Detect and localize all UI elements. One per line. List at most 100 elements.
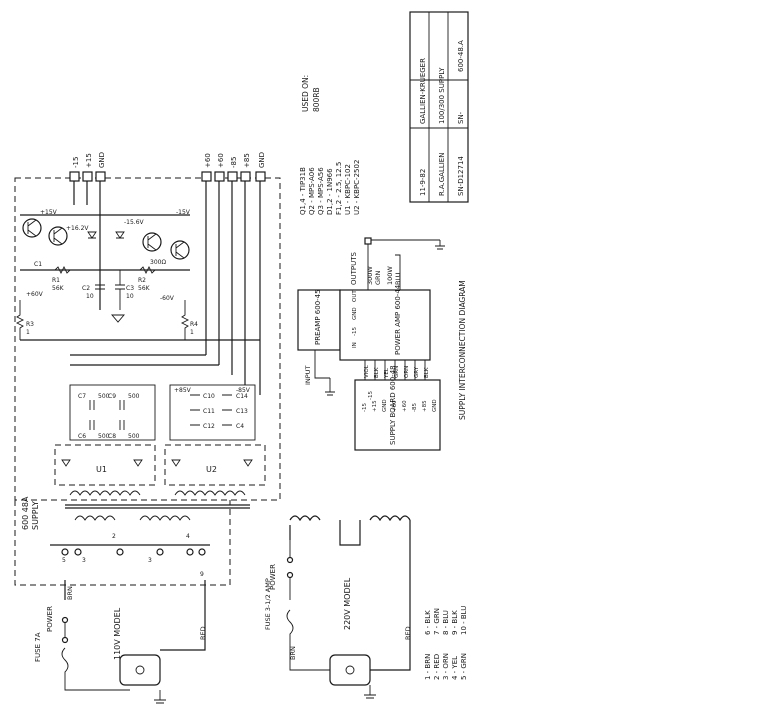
legend-item: 10 - BLU [460, 606, 468, 635]
fuse-label: FUSE 7A [34, 632, 42, 662]
wire-color: YEL [384, 367, 390, 379]
component-value: 56K [138, 285, 151, 292]
amp-pin: GND [352, 307, 358, 320]
title-block: 11-9-82 GALLIEN-KRUEGER R.A.GALLIEN 100/… [409, 11, 469, 203]
output-grn: GRN [374, 270, 382, 285]
legend-item: 6 - BLK [424, 610, 432, 635]
zener-d1 [87, 231, 97, 239]
terminal-number: 9 [200, 571, 204, 578]
input-label: INPUT [304, 366, 312, 385]
wire-color: VIOL [364, 364, 370, 378]
interconnection-diagram: SUPPLY INTERCONNECTION DIAGRAM PREAMP 60… [297, 237, 467, 451]
parts-item: U1 - KBPC-102 [344, 164, 352, 215]
component-label: C10 [203, 393, 215, 400]
wire-color: GRY [414, 366, 420, 378]
component-label: C8 [108, 433, 116, 440]
component-label: C3 [126, 285, 134, 292]
supply-pin: -15 [362, 403, 368, 412]
amp-pin: IN [352, 342, 358, 348]
wire-color-legend: 1 - BRN 2 - RED 3 - ORN 4 - YEL 5 - GRN … [424, 606, 468, 680]
supply-label-2: SUPPLY [31, 501, 40, 530]
output-terminals-low: -15 +15 GND [69, 152, 106, 182]
supply-pin: +60 [402, 400, 408, 412]
terminal-number: 4 [186, 533, 190, 540]
terminal-label: -15 [72, 157, 80, 168]
capacitor-bank-left: C7 500 C9 500 C6 500 C8 500 [69, 384, 156, 441]
amp-pin: OUT [352, 290, 358, 302]
model-220v: POWER FUSE 3-1/2 AMP BRN 220V MODEL RED [264, 515, 412, 699]
terminal-label: -85 [230, 157, 238, 168]
parts-item: U2 - KBPC-2502 [353, 160, 361, 215]
model-label: 110V MODEL [113, 607, 122, 660]
component-label: C13 [236, 408, 248, 415]
supply-pin: GND [382, 399, 388, 412]
output-100w: 100W [386, 266, 394, 285]
voltage-label: -60V [160, 295, 175, 302]
parts-list: Q1,4 - TIP31B Q2 - MPS-A06 Q3 - MPS-A56 … [299, 160, 361, 215]
terminal-number: 5 [62, 557, 66, 564]
legend-item: 1 - BRN [424, 654, 432, 680]
transistor-q1 [22, 218, 42, 238]
parts-item: Q3 - MPS-A56 [317, 167, 325, 215]
terminal-label: GND [258, 152, 266, 168]
title-drawn-by: R.A.GALLIEN [438, 153, 446, 196]
title-drawing-title: 100/300 SUPPLY [438, 67, 446, 124]
used-on: USED ON: 800RB [301, 75, 321, 112]
legend-item: 2 - RED [433, 654, 441, 680]
component-value: 10 [86, 293, 94, 300]
parts-item: D1,2 - 1N966 [326, 168, 334, 215]
wire-color: BLK [424, 367, 430, 378]
output-300w: 300W [366, 266, 374, 285]
component-label: C4 [236, 423, 244, 430]
supply-pin: -85 [412, 403, 418, 412]
title-sn: SN-D12714 [457, 156, 465, 196]
supply-pin: +60 [392, 400, 398, 412]
legend-item: 4 - YEL [451, 656, 459, 680]
capacitor-bank-right: +85V -85V C10 C11 C12 C14 C13 C4 [169, 384, 256, 441]
parts-item: F1,2 - 2.5, 12.5 [335, 162, 343, 215]
legend-item: 7 - GRN [433, 608, 441, 635]
supply-pin: +85 [422, 400, 428, 412]
supply-label: 600 48A [21, 496, 30, 530]
model-110v: POWER FUSE 7A BRN 110V MODEL RED [34, 580, 207, 704]
transistor-q3 [142, 232, 162, 252]
voltage-label: -15.6V [124, 219, 145, 226]
terminal-label: +60 [204, 153, 212, 168]
component-value: 500 [128, 393, 140, 400]
legend-item: 9 - BLK [451, 610, 459, 635]
voltage-label: -85V [236, 387, 251, 394]
wire-label: BRN [289, 646, 297, 660]
component-label: U2 [206, 465, 217, 474]
component-label: C9 [108, 393, 116, 400]
zener-d2 [115, 231, 125, 239]
wire-color: GRN [394, 366, 400, 378]
component-value: 1 [190, 329, 194, 336]
supply-pin: GND [432, 399, 438, 412]
component-label: C7 [78, 393, 86, 400]
component-value: 56K [52, 285, 65, 292]
used-on-value: 800RB [312, 87, 321, 112]
component-value: 500 [98, 433, 110, 440]
wire-label: BRN [66, 586, 74, 600]
power-amp-label: POWER AMP 600-44 [394, 284, 402, 355]
component-value: 300Ω [150, 259, 166, 266]
wire-label: RED [404, 626, 412, 640]
parts-item: Q2 - MPS-A06 [308, 167, 316, 215]
component-value: 500 [128, 433, 140, 440]
component-label: R4 [190, 321, 198, 328]
terminal-label: GND [98, 152, 106, 168]
fuse-label: FUSE 3-1/2 AMP [264, 578, 272, 630]
terminal-number: 3 [148, 557, 152, 564]
used-on-label: USED ON: [301, 75, 310, 112]
supply-board: 600 48A SUPPLY -15 +15 GND +60 +60 -85 +… [14, 152, 281, 586]
bridge-rectifier-u2: U2 [164, 444, 266, 486]
parts-item: Q1,4 - TIP31B [299, 167, 307, 215]
component-value: 1 [26, 329, 30, 336]
component-value: 10 [126, 293, 134, 300]
terminal-label: +85 [243, 153, 251, 168]
voltage-label: +15V [40, 209, 58, 216]
terminal-label: +15 [85, 153, 93, 168]
legend-item: 3 - ORN [442, 653, 450, 680]
legend-item: 8 - BLU [442, 610, 450, 635]
